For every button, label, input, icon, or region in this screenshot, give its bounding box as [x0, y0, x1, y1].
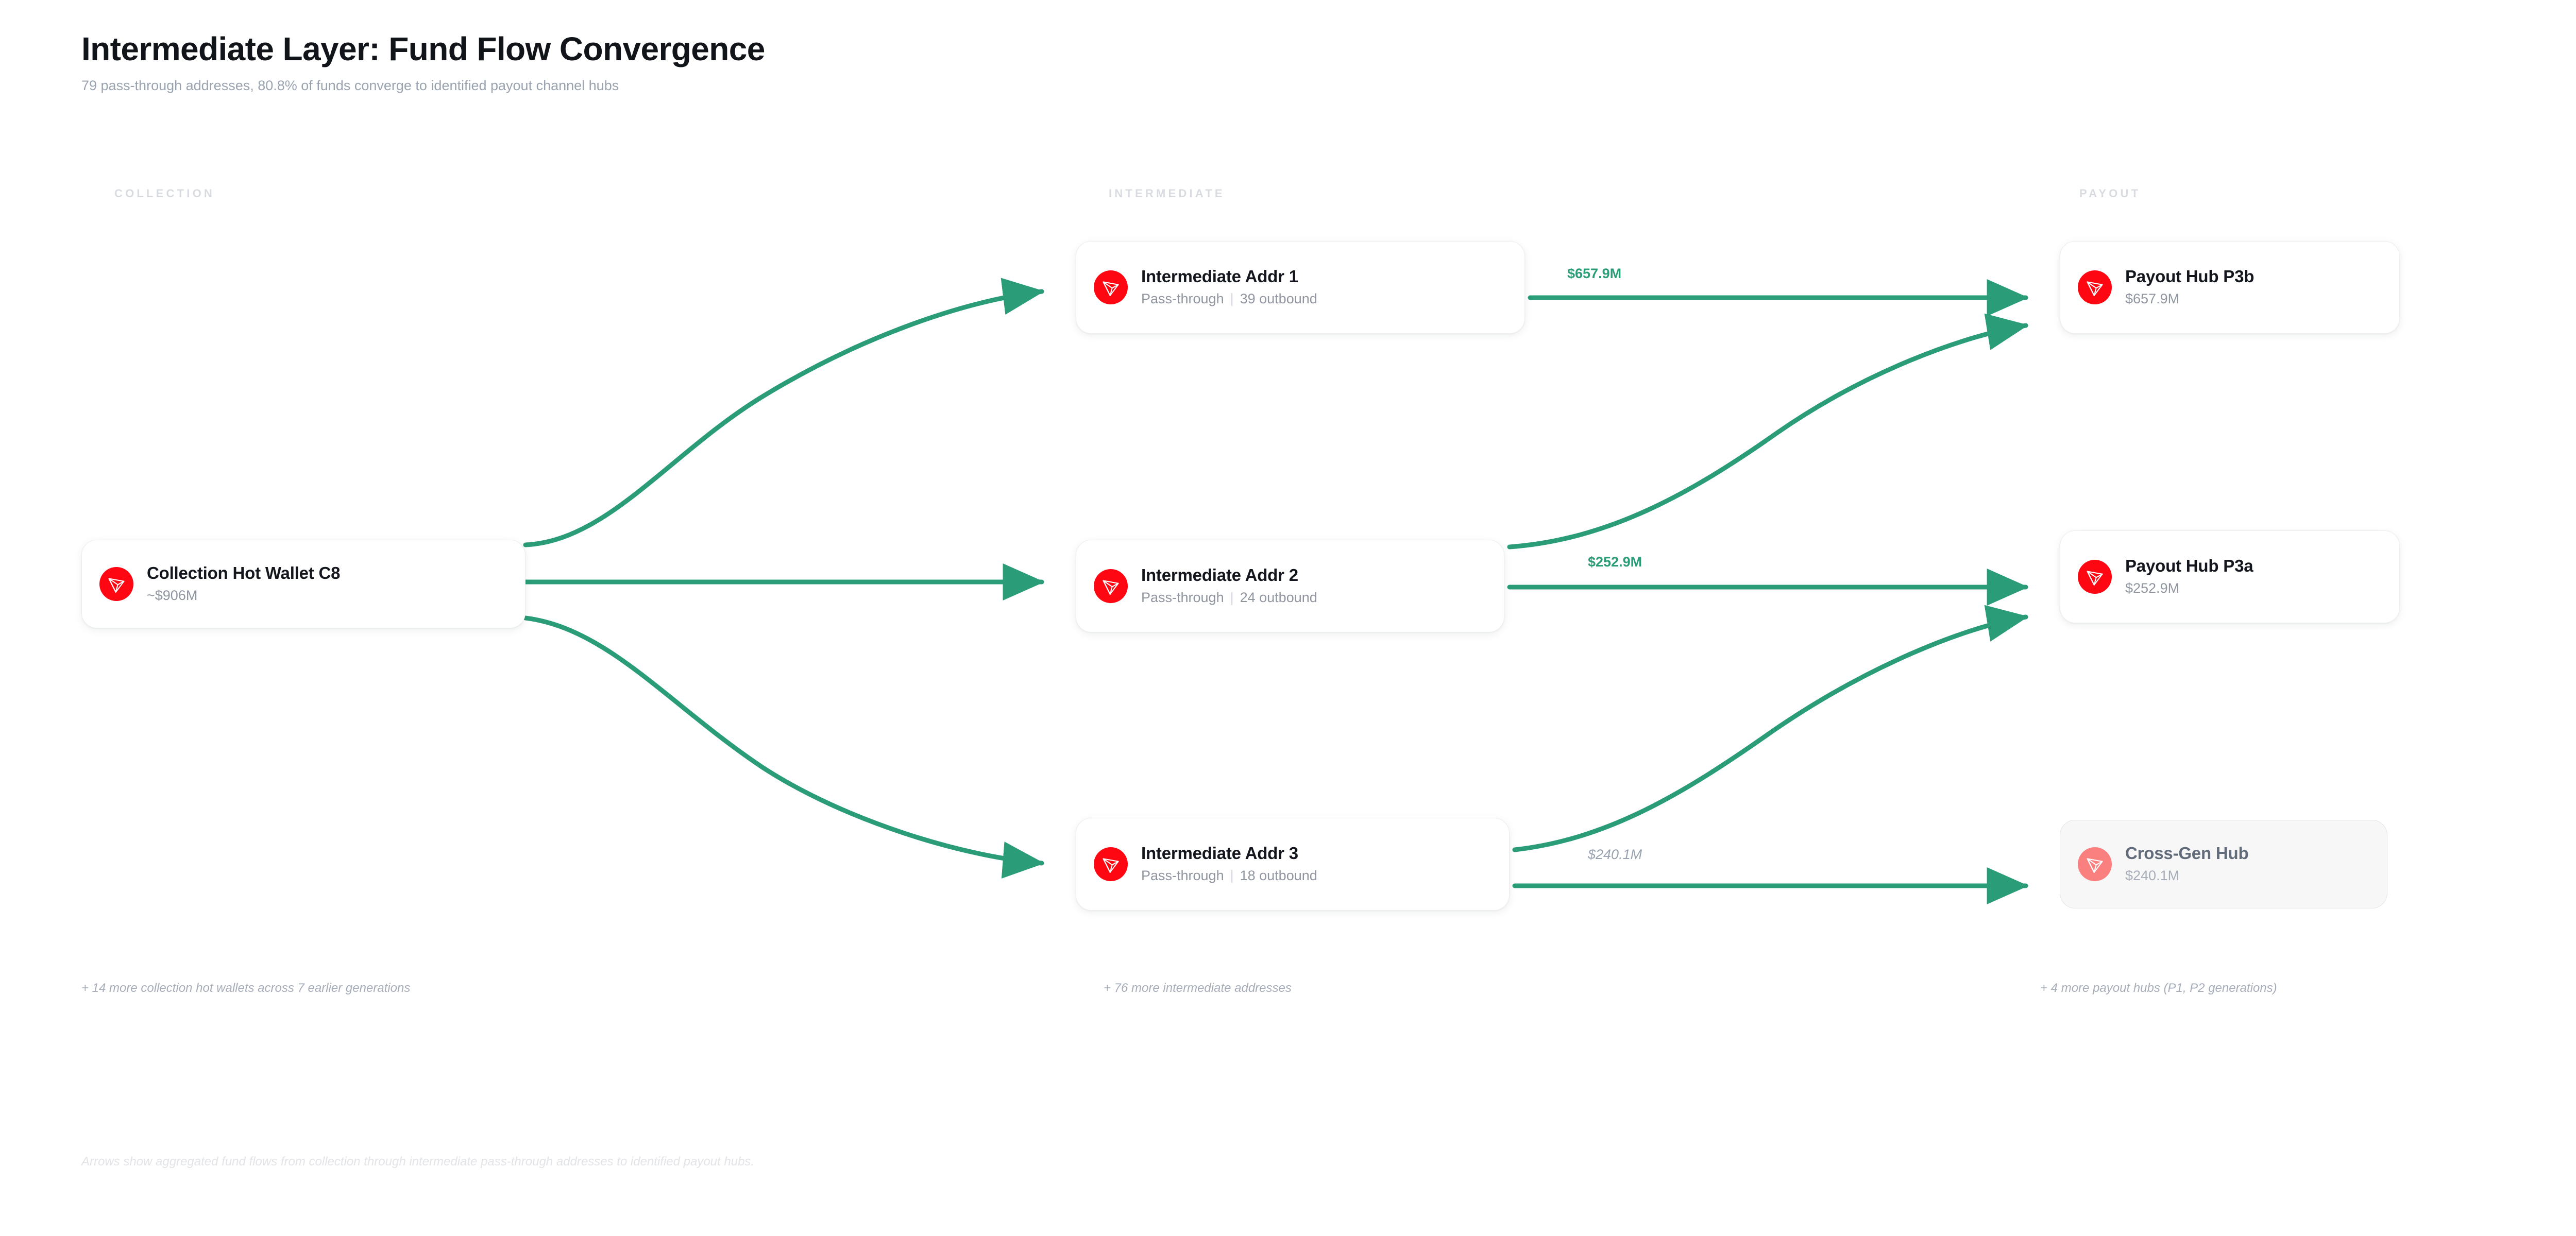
column-note-payout: + 4 more payout hubs (P1, P2 generations…	[2040, 981, 2277, 995]
node-subtitle: $657.9M	[2125, 290, 2180, 306]
column-note-intermediate: + 76 more intermediate addresses	[1104, 981, 1292, 995]
node-title: Payout Hub P3a	[2125, 556, 2253, 575]
node-sub-divider: |	[1230, 867, 1234, 883]
node-sub-type: Pass-through	[1141, 589, 1224, 605]
node-text: Payout Hub P3a $252.9M	[2125, 556, 2253, 597]
node-title: Collection Hot Wallet C8	[147, 563, 341, 582]
tron-icon	[1094, 847, 1128, 881]
node-subtitle: Pass-through | 24 outbound	[1141, 589, 1317, 607]
tron-icon	[2078, 847, 2112, 881]
node-subtitle: $240.1M	[2125, 867, 2180, 883]
node-text: Payout Hub P3b $657.9M	[2125, 267, 2254, 308]
column-header-intermediate: INTERMEDIATE	[1109, 187, 1225, 200]
page-title: Intermediate Layer: Fund Flow Convergenc…	[81, 30, 765, 67]
tron-icon	[2078, 270, 2112, 304]
tron-icon	[2078, 560, 2112, 594]
node-payout-hub-p3a[interactable]: Payout Hub P3a $252.9M	[2060, 530, 2400, 623]
tron-icon	[99, 567, 133, 601]
node-text: Intermediate Addr 1 Pass-through | 39 outb…	[1141, 267, 1317, 308]
node-intermediate-addr-3[interactable]: Intermediate Addr 3 Pass-through | 18 outb…	[1076, 818, 1510, 911]
node-sub-outbound: 39 outbound	[1240, 290, 1317, 306]
page-subtitle: 79 pass-through addresses, 80.8% of fund…	[81, 78, 619, 94]
node-sub-divider: |	[1230, 589, 1234, 605]
node-text: Cross-Gen Hub $240.1M	[2125, 843, 2249, 885]
node-title: Cross-Gen Hub	[2125, 843, 2249, 863]
edge-label-657-9m: $657.9M	[1567, 266, 1622, 281]
column-header-payout: PAYOUT	[2079, 187, 2141, 200]
node-title: Intermediate Addr 1	[1141, 266, 1298, 286]
node-title: Payout Hub P3b	[2125, 266, 2255, 286]
node-sub-outbound: 24 outbound	[1240, 589, 1317, 605]
node-subtitle: Pass-through | 39 outbound	[1141, 290, 1317, 308]
node-intermediate-addr-2[interactable]: Intermediate Addr 2 Pass-through | 24 outb…	[1076, 540, 1504, 632]
node-sub-type: Pass-through	[1141, 867, 1224, 883]
edge-c8-to-inter3	[523, 615, 1045, 879]
figure-caption: Arrows show aggregated fund flows from c…	[81, 1155, 755, 1169]
tron-icon	[1094, 569, 1128, 603]
edge-inter3-to-p3a	[1512, 605, 2029, 852]
node-sub-type: Pass-through	[1141, 290, 1224, 306]
node-title: Intermediate Addr 3	[1141, 843, 1298, 863]
column-note-collection: + 14 more collection hot wallets across …	[81, 981, 411, 995]
node-collection-hot-wallet-c8[interactable]: Collection Hot Wallet C8 ~$906M	[81, 540, 526, 628]
tron-icon	[1094, 270, 1128, 304]
node-text: Intermediate Addr 3 Pass-through | 18 outb…	[1141, 844, 1317, 885]
edge-inter2-to-p3b	[1507, 313, 2029, 550]
column-header-collection: COLLECTION	[114, 187, 215, 200]
node-text: Intermediate Addr 2 Pass-through | 24 outb…	[1141, 565, 1317, 607]
header: Intermediate Layer: Fund Flow Convergenc…	[81, 31, 765, 94]
node-intermediate-addr-1[interactable]: Intermediate Addr 1 Pass-through | 39 outb…	[1076, 241, 1525, 334]
node-title: Intermediate Addr 2	[1141, 565, 1298, 585]
node-subtitle: ~$906M	[147, 587, 198, 603]
edge-label-240-1m: $240.1M	[1588, 847, 1642, 862]
node-text: Collection Hot Wallet C8 ~$906M	[147, 563, 341, 605]
node-subtitle: Pass-through | 18 outbound	[1141, 867, 1317, 885]
node-sub-divider: |	[1230, 290, 1234, 306]
node-sub-outbound: 18 outbound	[1240, 867, 1317, 883]
node-payout-hub-p3b[interactable]: Payout Hub P3b $657.9M	[2060, 241, 2400, 334]
node-subtitle: $252.9M	[2125, 580, 2180, 596]
edge-label-252-9m: $252.9M	[1588, 554, 1642, 570]
node-cross-gen-hub[interactable]: Cross-Gen Hub $240.1M	[2060, 820, 2387, 908]
edge-c8-to-inter1	[523, 278, 1045, 547]
